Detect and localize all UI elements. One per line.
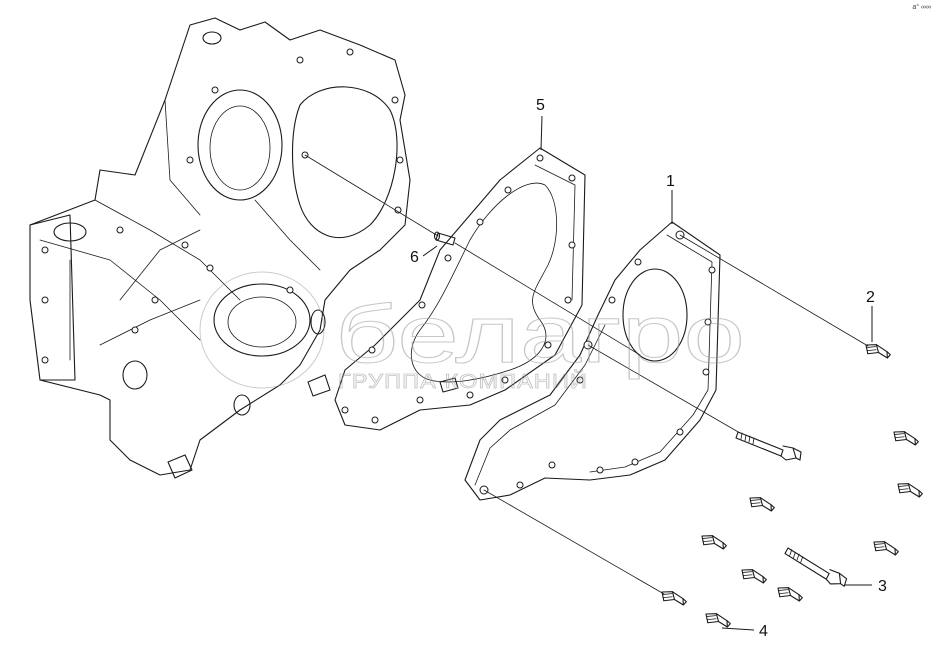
housing-rib-6 xyxy=(164,99,201,216)
housing-right-hole xyxy=(310,309,326,335)
housing-rib-1 xyxy=(94,199,241,301)
callout-3: 3 xyxy=(878,578,887,595)
long-bolt-upper xyxy=(735,431,802,461)
housing-right-lobe xyxy=(292,86,398,239)
callout-1: 1 xyxy=(666,173,675,190)
housing-lower-bore-inner xyxy=(227,296,297,348)
bolt-f xyxy=(739,566,769,586)
long-bolt-part-3 xyxy=(780,547,851,588)
housing-bolt-holes xyxy=(41,48,404,364)
assembly-lines xyxy=(304,154,869,595)
cover-plate-lower-edge xyxy=(474,324,606,486)
housing-side-hole xyxy=(233,394,251,416)
bolt-h xyxy=(659,588,689,608)
bolt-c xyxy=(747,494,777,514)
gasket-dowel xyxy=(439,377,459,393)
callout-5: 5 xyxy=(536,97,545,114)
callout-6: 6 xyxy=(410,249,419,266)
cover-plate-seal-bore xyxy=(622,268,688,362)
housing-side-boss xyxy=(122,360,148,390)
housing-top-port xyxy=(53,222,87,242)
corner-mark: a° ∞∞ xyxy=(912,4,931,11)
cover-plate-outline xyxy=(464,221,721,501)
watermark-logo-ring xyxy=(199,271,325,389)
housing-rib-3 xyxy=(119,229,201,301)
bolt-g xyxy=(775,584,805,604)
housing-outline xyxy=(29,17,411,476)
gasket-inner-cutout xyxy=(411,182,558,383)
housing-rib-4 xyxy=(99,299,201,346)
housing-rib-7 xyxy=(254,199,321,271)
dowel-pin-part-6 xyxy=(433,231,456,246)
gasket-holes xyxy=(341,154,576,424)
cover-plate-edge xyxy=(589,234,713,473)
housing-foot-2 xyxy=(307,374,331,397)
engine-front-housing xyxy=(29,17,411,479)
watermark-subtitle: ГРУППА КОМПАНИЙ xyxy=(338,369,588,393)
bolt-b xyxy=(895,480,925,500)
bolt-e xyxy=(871,538,901,558)
bolt-d xyxy=(699,532,729,552)
callout-leaders xyxy=(422,115,873,631)
callout-2: 2 xyxy=(866,289,875,306)
watermark-brand: белагро xyxy=(335,289,745,380)
flange-bolt-part-2 xyxy=(863,341,893,361)
gasket-inner-edge xyxy=(534,164,576,301)
bolt-a xyxy=(891,428,921,448)
bolt-part-4 xyxy=(703,610,733,630)
gasket-outline xyxy=(334,147,586,431)
housing-left-box xyxy=(29,214,76,381)
housing-rib-2 xyxy=(39,239,201,341)
housing-upper-bore-inner xyxy=(209,105,271,191)
housing-lower-bore xyxy=(213,283,311,357)
gasket-part-5 xyxy=(334,147,586,431)
callout-4: 4 xyxy=(759,623,768,640)
watermark: белагро ГРУППА КОМПАНИЙ xyxy=(199,271,746,393)
housing-top-boss xyxy=(202,31,222,45)
housing-foot-1 xyxy=(167,454,193,479)
housing-upper-bore xyxy=(197,89,283,201)
